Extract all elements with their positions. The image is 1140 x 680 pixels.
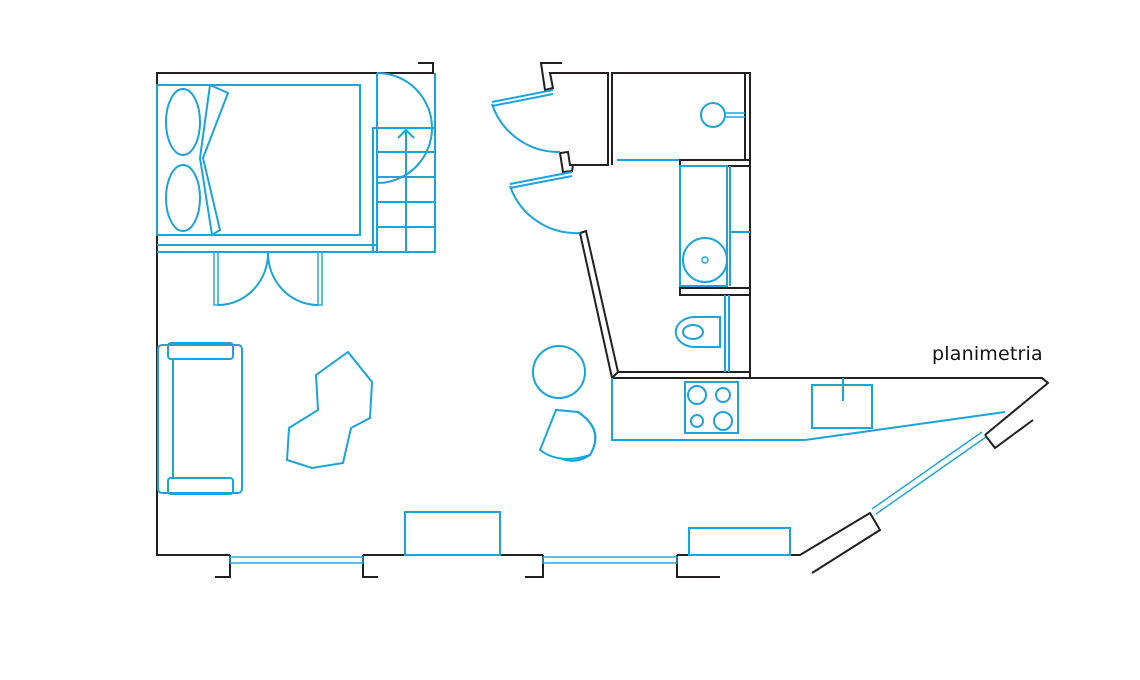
windows: [229, 431, 987, 564]
staircase: [372, 72, 436, 253]
pillow: [165, 164, 201, 232]
washbasin: [700, 102, 726, 128]
bathroom: [617, 102, 751, 372]
entrance-doors: [491, 89, 581, 235]
round-table: [532, 345, 586, 399]
loft-edge: [157, 244, 435, 253]
kitchen-counter: [611, 378, 1006, 441]
entrance-walls: [539, 62, 751, 380]
arrow-up-icon: [397, 128, 415, 139]
chair: [538, 408, 597, 462]
plan-title: planimetria: [932, 343, 1043, 365]
cabinet: [688, 527, 791, 556]
pillow: [165, 88, 201, 156]
cabinet: [404, 511, 501, 556]
toilet: [674, 316, 721, 348]
shower: [679, 165, 728, 287]
double-door: [213, 251, 323, 306]
sofa: [157, 342, 243, 495]
cooktop: [684, 381, 739, 434]
bed: [156, 84, 361, 237]
armchair: [285, 350, 374, 470]
exterior-walls: [156, 62, 1050, 578]
